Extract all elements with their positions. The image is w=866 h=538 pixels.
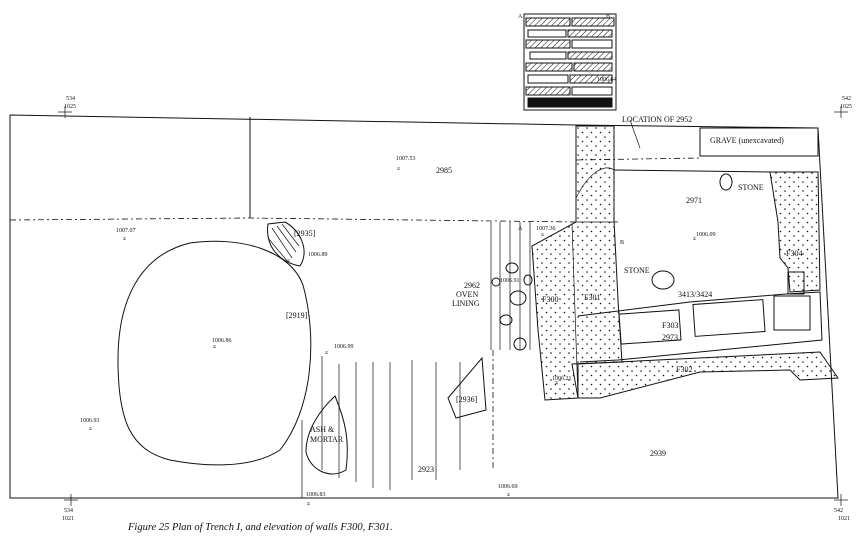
pit-2919 [117,240,312,466]
ash-mortar-label-2: MORTAR [310,435,344,444]
svg-text:⌅: ⌅ [122,236,127,242]
grid-peg-bottom-left: 534 1021 [62,494,78,522]
elevation-level: 1006.64 [597,77,617,83]
grave-area [575,119,819,199]
stone-label-2: STONE [624,266,650,275]
svg-text:⌅: ⌅ [692,236,697,242]
svg-text:⌅: ⌅ [554,380,559,386]
feature-f304: F304 [786,249,802,258]
level-1006-91: 1006.91 [500,278,520,284]
context-2962-line3: LINING [452,299,480,308]
trench-outline [9,114,839,499]
ash-mortar-label-1: ASH & [310,425,335,434]
context-2939: 2939 [650,449,666,458]
svg-text:⌅: ⌅ [286,258,291,264]
level-1006-69: 1006.69 [498,484,518,490]
stone-label-1: STONE [738,183,764,192]
svg-text:1025: 1025 [840,104,852,110]
level-1006-89: 1006.89 [308,252,328,258]
level-1006-93: 1006.93 [80,418,100,424]
feature-f303: F303 [662,321,678,330]
wall-f303-stones [577,271,823,363]
feature-2936 [447,356,487,419]
wall-elevation: A B 1006.64 [518,13,617,111]
svg-text:⌅: ⌅ [506,492,511,498]
svg-text:534: 534 [64,508,73,514]
svg-text:542: 542 [842,96,851,102]
svg-text:1021: 1021 [838,516,850,522]
location-2952: LOCATION OF 2952 [622,115,692,124]
figure-caption: Figure 25 Plan of Trench I, and elevatio… [127,522,393,533]
level-1006-83: 1006.83 [306,492,326,498]
grid-peg-top-right: 542 1025 [834,96,852,118]
svg-text:⌅: ⌅ [306,501,311,507]
wall-f302 [577,351,839,399]
context-2936: [2936] [456,395,478,404]
elevation-label-a: A [518,14,523,20]
feature-f300: F300 [542,295,558,304]
stone-outline-2 [651,270,675,290]
context-2935: [2935] [294,229,316,238]
grave-label: GRAVE (unexcavated) [710,136,784,145]
context-2985: 2985 [436,166,452,175]
svg-text:542: 542 [834,508,843,514]
svg-text:1025: 1025 [64,104,76,110]
svg-text:534: 534 [66,96,75,102]
section-mark-a: A [518,226,523,232]
elevation-label-b: B [606,14,610,20]
elevation-courses [525,17,615,108]
level-markers: ⌅ ⌅ ⌅ ⌅ ⌅ ⌅ ⌅ ⌅ ⌅ ⌅ ⌅ [88,166,697,507]
oven-lining-stones [491,262,533,351]
level-1007-07: 1007.07 [116,228,136,234]
context-2971: 2971 [686,196,702,205]
context-2919: [2919] [286,311,308,320]
svg-text:⌅: ⌅ [396,166,401,172]
level-1006-99: 1006.99 [334,344,354,350]
level-1007-53: 1007.53 [396,156,416,162]
wall-f304 [769,171,821,293]
context-3413-3424: 3413/3424 [678,290,712,299]
svg-text:⌅: ⌅ [212,344,217,350]
context-2923: 2923 [418,465,434,474]
svg-text:1021: 1021 [62,516,74,522]
pit-2935 [267,221,305,267]
section-mark-b: B [620,240,624,246]
level-1006-21: 1006.21 [552,376,572,382]
context-2973: 2973 [662,333,678,342]
level-1006-86: 1006.86 [212,338,232,344]
grid-peg-top-left: 534 1025 [58,96,76,118]
ash-mortar-deposit [305,395,348,475]
feature-f301: F301 [584,293,600,302]
svg-text:⌅: ⌅ [88,426,93,432]
grid-peg-bottom-right: 542 1021 [834,494,850,522]
svg-text:⌅: ⌅ [324,350,329,356]
section-lines [301,222,531,498]
context-2962-line2: OVEN [456,290,478,299]
level-1007-36: 1007.36 [536,226,556,232]
stone-outline [719,173,733,191]
wall-f300-f301 [531,125,623,401]
feature-f302: F302 [676,365,692,374]
context-2962-line1: 2962 [464,281,480,290]
level-1006-09: 1006.09 [696,232,716,238]
svg-text:⌅: ⌅ [540,232,545,238]
